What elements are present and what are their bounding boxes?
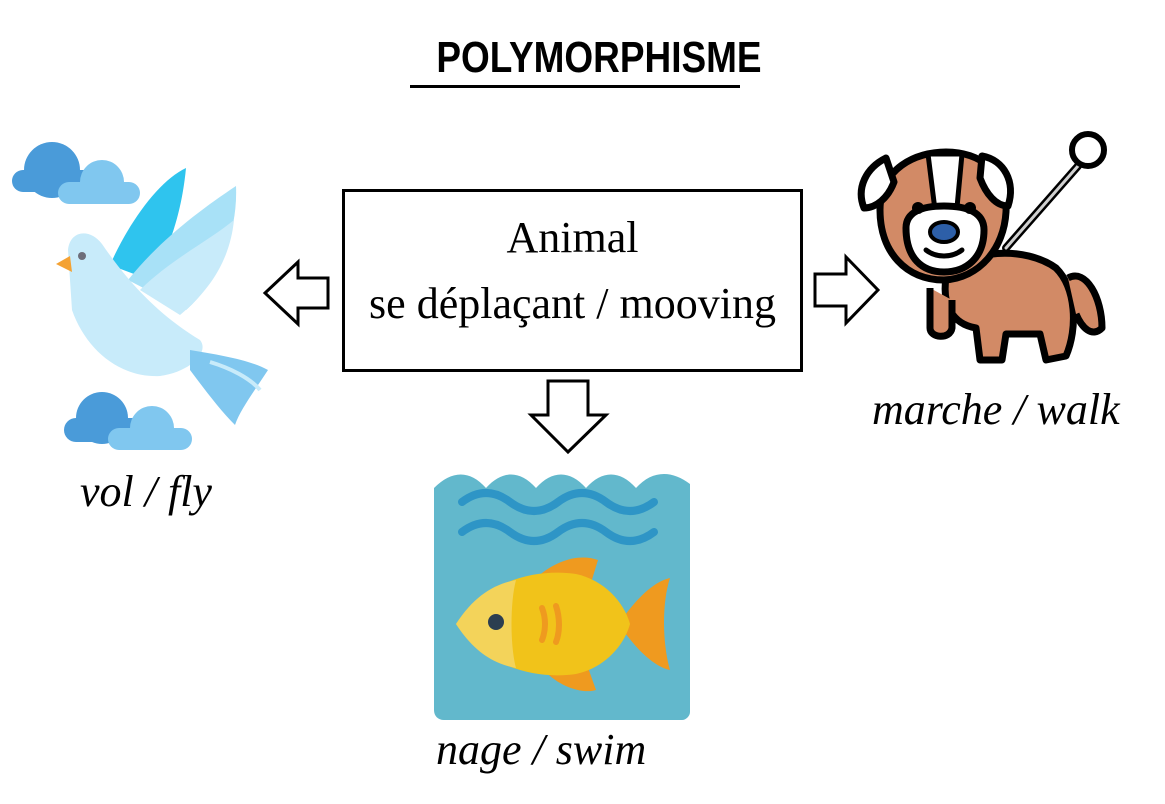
label-walk: marche / walk — [872, 385, 1120, 434]
fish-in-water-icon — [434, 473, 690, 720]
cloud-bottom-icon — [64, 392, 192, 450]
wave-line — [458, 519, 658, 545]
bird-with-clouds-icon — [12, 142, 268, 450]
label-swim: nage / swim — [436, 725, 647, 774]
title-underline — [410, 85, 740, 88]
diagram-title: POLYMORPHISME — [410, 30, 762, 88]
central-concept-box: Animal se déplaçant / mooving — [342, 189, 803, 372]
arrow-down-icon — [527, 379, 610, 455]
arrow-right-icon — [813, 253, 881, 327]
title-text: POLYMORPHISME — [436, 33, 762, 82]
central-box-line-2: se déplaçant / mooving — [369, 279, 776, 328]
cloud-top-icon — [12, 142, 140, 204]
arrow-left-icon — [262, 258, 330, 328]
wave-line — [458, 489, 658, 515]
central-box-line-1: Animal — [506, 213, 639, 262]
label-fly: vol / fly — [80, 467, 212, 516]
dog-on-leash-icon — [857, 131, 1107, 364]
